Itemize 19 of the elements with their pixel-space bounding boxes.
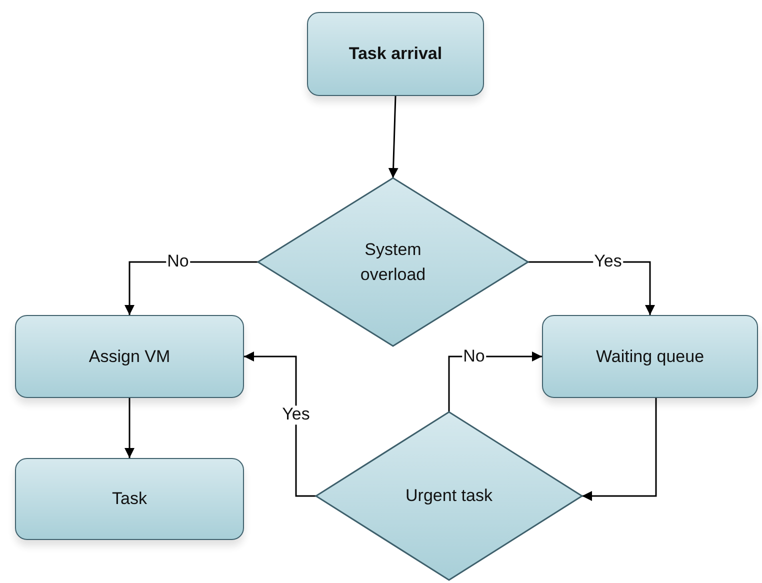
- process-box: [15, 315, 244, 398]
- node-text: System overload: [359, 238, 427, 286]
- arrow: [124, 398, 134, 458]
- node-text: Waiting queue: [596, 346, 704, 368]
- node-text: Task arrival: [348, 43, 442, 66]
- decision-diamond: [316, 412, 582, 580]
- process-box: [15, 458, 244, 540]
- decision-diamond: [258, 178, 528, 346]
- arrow: [388, 96, 398, 178]
- arrow: [244, 352, 316, 497]
- edge-label: Yes: [281, 406, 311, 424]
- arrow: [124, 261, 258, 315]
- node-text: Urgent task: [406, 485, 492, 508]
- node-text: Assign VM: [88, 346, 170, 368]
- arrow: [582, 398, 657, 501]
- process-box: [307, 12, 484, 96]
- arrow: [448, 352, 542, 412]
- process-box: [542, 315, 758, 398]
- node-text: Task: [112, 488, 147, 510]
